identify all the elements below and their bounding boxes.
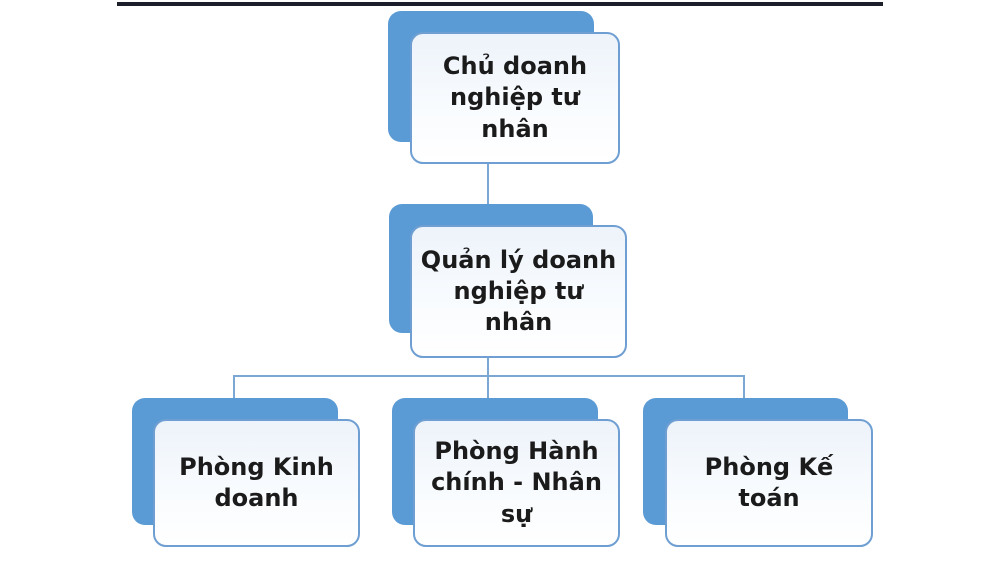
- node-accounting-label: Phòng Kế toán: [704, 452, 834, 512]
- connector-manager-stem: [487, 358, 489, 377]
- connector-horizontal-rail: [233, 375, 745, 377]
- connector-drop-admin-hr: [487, 377, 489, 398]
- top-border-line: [117, 2, 883, 6]
- node-owner-label: Chủ doanh nghiệp tư nhân: [442, 52, 588, 143]
- node-manager-label: Quản lý doanh nghiệp tư nhân: [420, 245, 617, 337]
- node-owner-face: Chủ doanh nghiệp tư nhân: [410, 32, 620, 164]
- connector-drop-accounting: [743, 377, 745, 398]
- node-admin-hr-label: Phòng Hành chính - Nhân sự: [431, 437, 602, 528]
- node-accounting-face: Phòng Kế toán: [665, 419, 873, 547]
- connector-drop-sales: [233, 377, 235, 398]
- node-sales-label: Phòng Kinh doanh: [179, 452, 334, 512]
- node-admin-hr-face: Phòng Hành chính - Nhân sự: [413, 419, 620, 547]
- connector-owner-manager: [487, 164, 489, 205]
- node-sales-face: Phòng Kinh doanh: [153, 419, 360, 547]
- node-manager-face: Quản lý doanh nghiệp tư nhân: [410, 225, 627, 358]
